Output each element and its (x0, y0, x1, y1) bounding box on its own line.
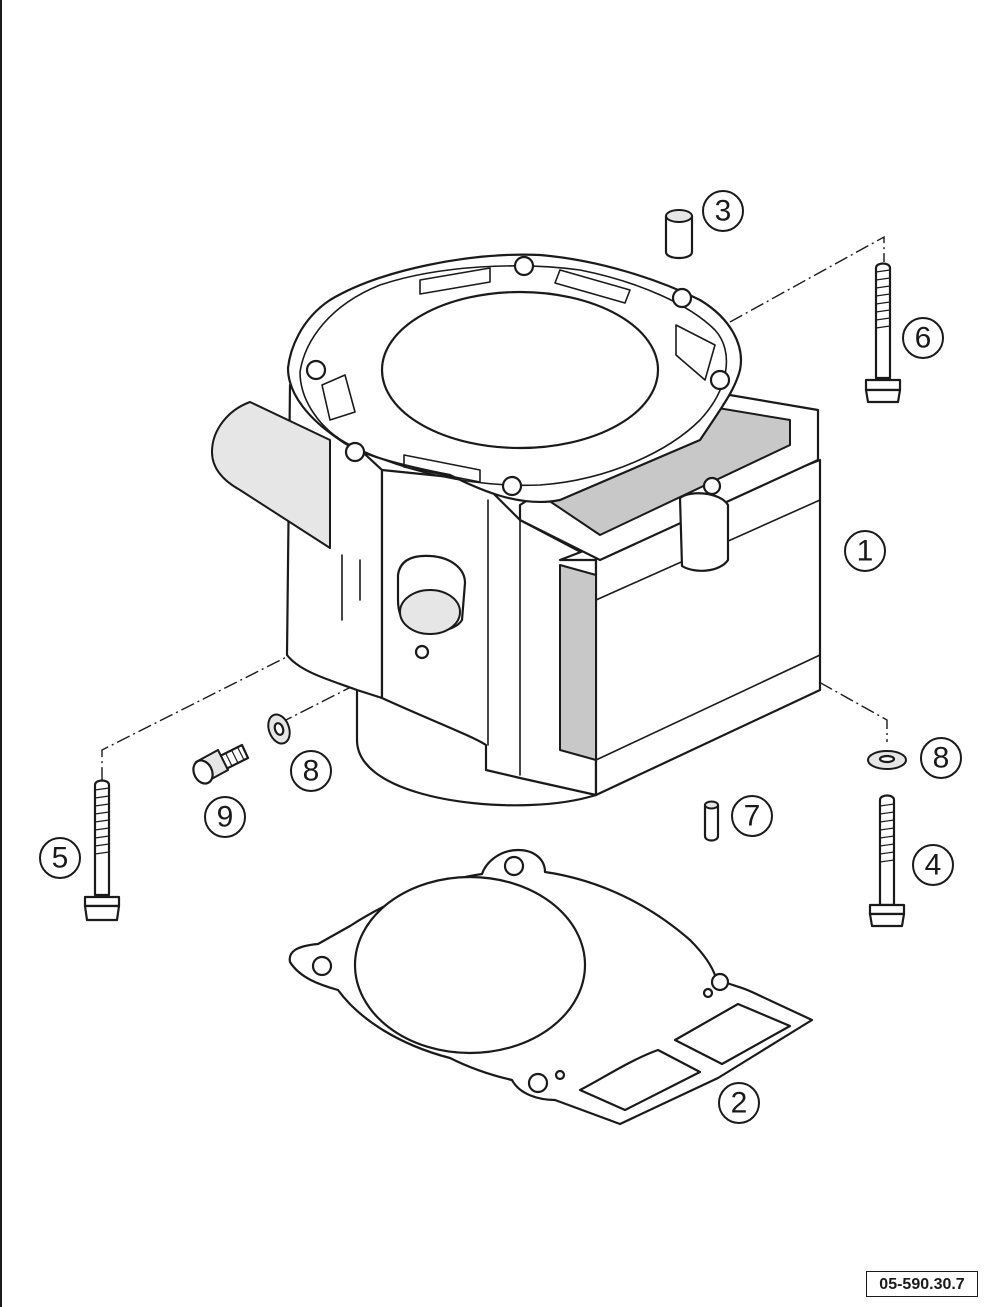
base-gasket-part-2 (288, 848, 814, 1126)
cylinder-bleed-hole (414, 644, 430, 660)
washer-part-8-left (267, 713, 291, 745)
callout-3-label: 3 (715, 195, 732, 228)
cylinder-shadow-strip (559, 564, 597, 761)
cylinder-left-ribs (341, 554, 361, 621)
callout-7-label: 7 (744, 800, 761, 833)
stud-hole (305, 359, 327, 381)
stud-hole (709, 369, 731, 391)
bolt-part-4 (868, 794, 906, 928)
assembly-line-bolt-6 (729, 235, 885, 323)
page-left-border (0, 0, 2, 1307)
cylinder-coolant-slots (321, 267, 716, 483)
callout-6-label: 6 (915, 322, 932, 355)
callout-7: 7 (731, 795, 773, 837)
bolt-part-5 (83, 779, 121, 922)
callout-8-left-label: 8 (303, 755, 320, 788)
callout-6: 6 (902, 317, 944, 359)
callout-1-label: 1 (857, 535, 874, 568)
washer-part-8-right (867, 750, 907, 770)
callout-1: 1 (844, 530, 886, 572)
callout-3: 3 (702, 190, 744, 232)
stud-hole (702, 476, 722, 496)
cylinder-top-rim (299, 265, 728, 487)
screw-part-9 (192, 743, 250, 785)
stud-hole (671, 287, 693, 309)
callout-5-label: 5 (52, 842, 69, 875)
cylinder-front-edges (487, 499, 521, 776)
callout-8-left: 8 (290, 750, 332, 792)
stud-hole (344, 441, 366, 463)
cylinder-port-stub (211, 401, 331, 549)
bolt-part-6 (864, 262, 902, 404)
callout-9: 9 (204, 796, 246, 838)
callout-2-label: 2 (731, 1087, 748, 1120)
dowel-pin-part-7 (703, 800, 720, 842)
callout-5: 5 (39, 837, 81, 879)
cylinder-nipple-opening (399, 589, 461, 635)
stud-hole (513, 255, 535, 277)
cylinder-boss (678, 492, 730, 572)
cylinder-bore (380, 290, 660, 450)
callout-8-right: 8 (920, 737, 962, 779)
callout-8-right-label: 8 (933, 742, 950, 775)
callout-2: 2 (718, 1082, 760, 1124)
assembly-line-bolt-5 (101, 590, 361, 780)
reference-code: 05-590.30.7 (866, 1271, 978, 1297)
cylinder-part (211, 253, 822, 807)
callout-4: 4 (912, 844, 954, 886)
callout-4-label: 4 (925, 849, 942, 882)
stud-hole (501, 475, 523, 497)
sleeve-part (664, 209, 694, 260)
callout-9-label: 9 (217, 801, 234, 834)
